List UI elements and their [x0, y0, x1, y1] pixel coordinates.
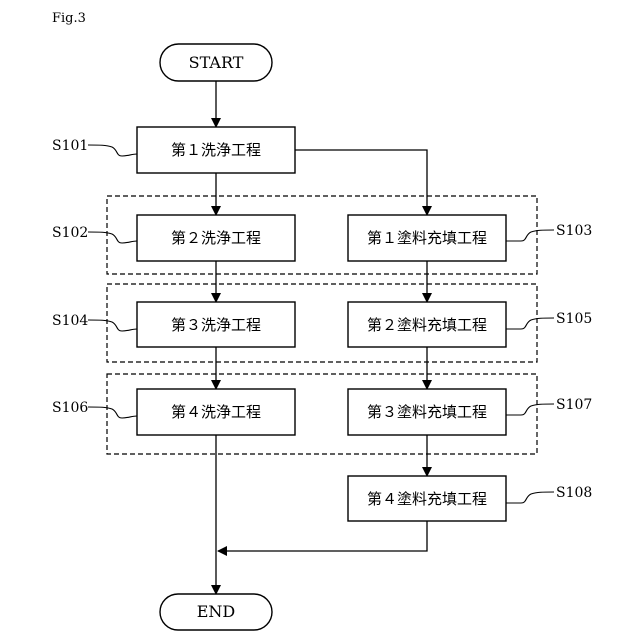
- step-id-s105: S105: [556, 311, 592, 327]
- step-id-s107: S107: [556, 397, 592, 413]
- leader-s104: [88, 320, 137, 331]
- start-label: START: [189, 53, 244, 72]
- leader-s108: [506, 492, 554, 503]
- step-id-s104: S104: [52, 313, 88, 329]
- step-label: 第２塗料充填工程: [367, 316, 487, 334]
- arrow-s101-to-s103: [295, 150, 427, 215]
- step-s106: 第４洗浄工程: [137, 389, 295, 435]
- step-s107: 第３塗料充填工程: [348, 389, 506, 435]
- arrow-s108-to-merge: [218, 521, 427, 551]
- start-terminal: START: [160, 44, 272, 81]
- step-label: 第３洗浄工程: [171, 316, 261, 334]
- step-id-s108: S108: [556, 485, 592, 501]
- step-s104: 第３洗浄工程: [137, 302, 295, 347]
- step-id-s101: S101: [52, 138, 88, 154]
- step-s102: 第２洗浄工程: [137, 215, 295, 261]
- leader-s102: [88, 232, 137, 243]
- figure-label: Fig.3: [52, 11, 86, 26]
- step-s105: 第２塗料充填工程: [348, 302, 506, 347]
- step-s108: 第４塗料充填工程: [348, 476, 506, 521]
- leader-s107: [506, 404, 554, 415]
- step-label: 第３塗料充填工程: [367, 403, 487, 421]
- step-id-s102: S102: [52, 225, 88, 241]
- leader-s101: [88, 145, 137, 156]
- step-label: 第４洗浄工程: [171, 403, 261, 421]
- step-label: 第２洗浄工程: [171, 229, 261, 247]
- step-label: 第４塗料充填工程: [367, 490, 487, 508]
- step-label: 第１洗浄工程: [171, 141, 261, 159]
- leader-s105: [506, 318, 554, 329]
- leader-s103: [506, 230, 554, 241]
- leader-s106: [88, 407, 137, 418]
- step-id-s106: S106: [52, 400, 88, 416]
- step-label: 第１塗料充填工程: [367, 229, 487, 247]
- end-label: END: [197, 602, 236, 621]
- step-s103: 第１塗料充填工程: [348, 215, 506, 261]
- step-id-s103: S103: [556, 223, 592, 239]
- step-s101: 第１洗浄工程: [137, 127, 295, 173]
- end-terminal: END: [160, 594, 272, 630]
